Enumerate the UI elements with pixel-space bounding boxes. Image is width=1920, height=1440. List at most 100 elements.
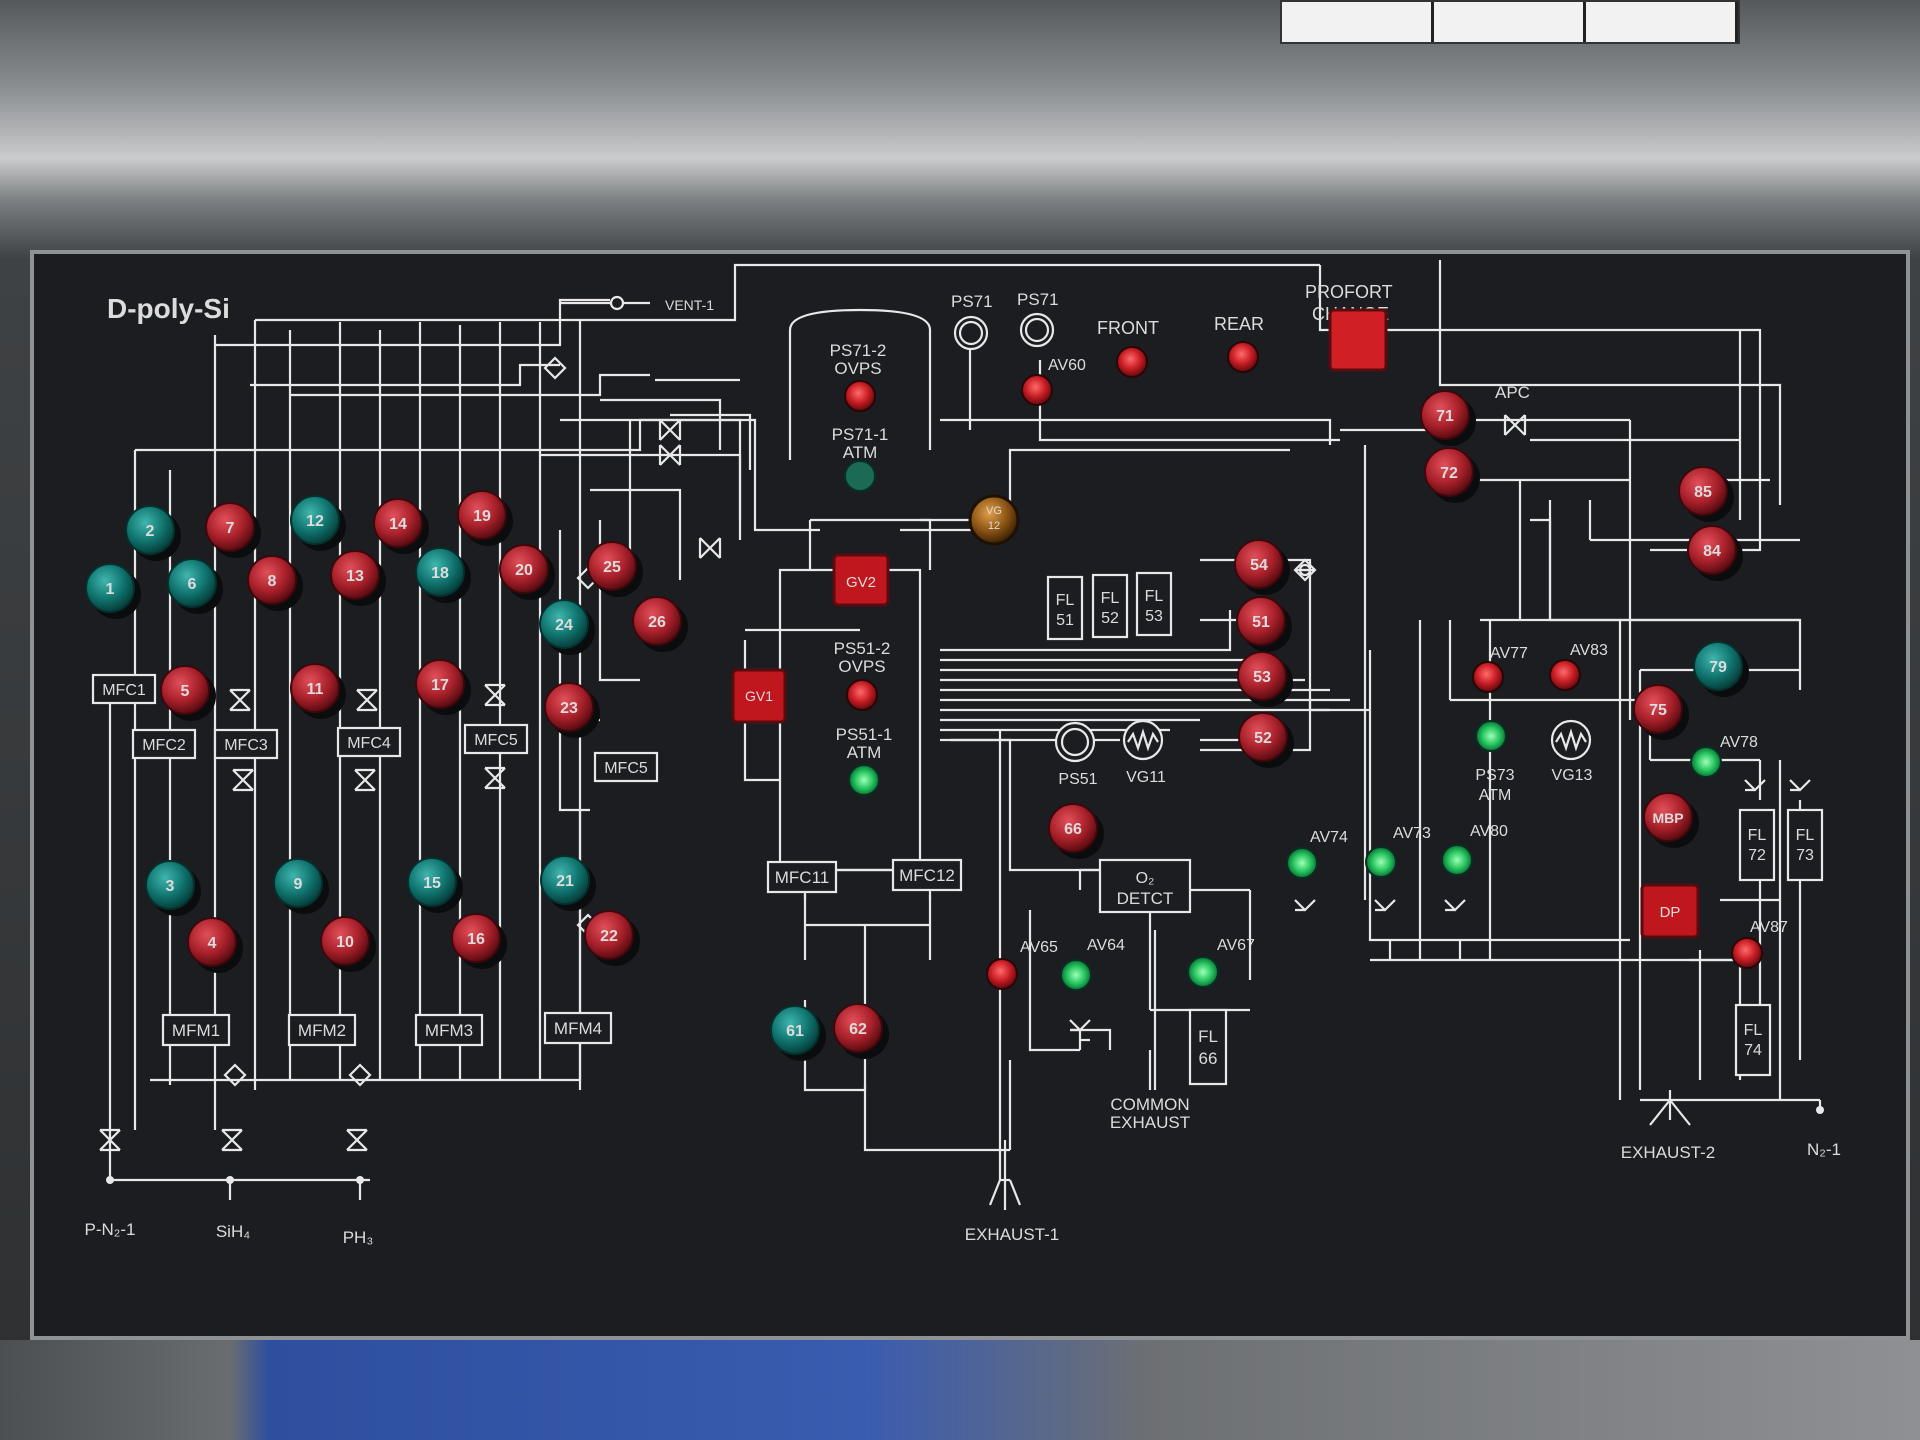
button-cap[interactable] [1643,792,1693,842]
exhaust1-label: EXHAUST-1 [965,1225,1059,1244]
button-cap[interactable] [320,916,370,966]
paper-sheet [1280,0,1740,44]
profort-change-button[interactable] [1328,308,1388,372]
button-cap[interactable] [187,917,237,967]
gv1-button[interactable] [731,668,787,724]
button-cap[interactable] [373,498,423,548]
av64-label: AV64 [1087,937,1125,954]
round-button-11[interactable]: 11 [290,663,346,719]
av77-label: AV77 [1490,645,1528,662]
round-button-75[interactable]: 75 [1633,684,1689,740]
button-cap[interactable] [160,665,210,715]
round-button-5[interactable]: 5 [160,665,216,721]
button-cap[interactable] [587,541,637,591]
round-button-15[interactable]: 15 [407,857,463,913]
button-cap[interactable] [1424,447,1474,497]
round-button-84[interactable]: 84 [1687,525,1743,581]
round-button-1[interactable]: 1 [85,563,141,619]
button-cap[interactable] [499,544,549,594]
button-cap[interactable] [290,663,340,713]
round-button-20[interactable]: 20 [499,544,555,600]
round-button-18[interactable]: 18 [415,547,471,603]
button-cap[interactable] [273,858,323,908]
button-cap[interactable] [1234,539,1284,589]
dp-button[interactable] [1640,883,1700,939]
button-cap[interactable] [1420,390,1470,440]
round-button-16[interactable]: 16 [451,913,507,969]
button-cap[interactable] [833,1003,883,1053]
round-button-6[interactable]: 6 [167,558,223,614]
button-cap[interactable] [205,502,255,552]
vg12-knob[interactable] [968,494,1020,546]
round-button-66[interactable]: 66 [1048,803,1104,859]
button-cap[interactable] [544,682,594,732]
round-button-26[interactable]: 26 [632,596,688,652]
button-cap[interactable] [330,550,380,600]
round-button-12[interactable]: 12 [290,495,346,551]
round-button-8[interactable]: 8 [247,555,303,611]
round-button-10[interactable]: 10 [320,916,376,972]
button-cap[interactable] [457,490,507,540]
button-cap[interactable] [290,495,340,545]
round-button-85[interactable]: 85 [1678,466,1734,522]
round-button-71[interactable]: 71 [1420,390,1476,446]
round-button-24[interactable]: 24 [539,599,595,655]
round-button-22[interactable]: 22 [584,910,640,966]
av74-label: AV74 [1310,829,1348,846]
button-cap[interactable] [1236,596,1286,646]
button-cap[interactable] [1633,684,1683,734]
round-button-23[interactable]: 23 [544,682,600,738]
round-button-25[interactable]: 25 [587,541,643,597]
ps71-2-label-bottom: OVPS [834,359,881,378]
button-cap[interactable] [1678,466,1728,516]
button-cap[interactable] [632,596,682,646]
round-button-13[interactable]: 13 [330,550,386,606]
square-buttons[interactable]: GV2 GV1 DP [731,308,1700,939]
round-button-9[interactable]: 9 [273,858,329,914]
button-cap[interactable] [1237,651,1287,701]
button-cap[interactable] [770,1005,820,1055]
round-button-19[interactable]: 19 [457,490,513,546]
round-button-79[interactable]: 79 [1693,641,1749,697]
button-cap[interactable] [415,659,465,709]
button-cap[interactable] [584,910,634,960]
button-cap[interactable] [167,558,217,608]
button-cap[interactable] [451,913,501,963]
button-label: 62 [849,1021,867,1038]
round-button-51[interactable]: 51 [1236,596,1292,652]
button-cap[interactable] [85,563,135,613]
button-cap[interactable] [407,857,457,907]
round-button-14[interactable]: 14 [373,498,429,554]
round-button-53[interactable]: 53 [1237,651,1293,707]
lamp-av78 [1690,746,1722,778]
panel-title: D-poly-Si [107,293,230,324]
button-cap[interactable] [247,555,297,605]
round-button-3[interactable]: 3 [145,860,201,916]
button-cap[interactable] [539,599,589,649]
button-cap[interactable] [540,855,590,905]
button-cap[interactable] [145,860,195,910]
round-button-61[interactable]: 61 [770,1005,826,1061]
button-cap[interactable] [1687,525,1737,575]
round-button-72[interactable]: 72 [1424,447,1480,503]
round-button-2[interactable]: 2 [125,505,181,561]
ps71-2-label-top: PS71-2 [830,341,887,360]
round-button-17[interactable]: 17 [415,659,471,715]
button-cap[interactable] [1693,641,1743,691]
round-button-4[interactable]: 4 [187,917,243,973]
round-button-21[interactable]: 21 [540,855,596,911]
button-cap[interactable] [125,505,175,555]
lamp-av87 [1731,937,1763,969]
button-cap[interactable] [1048,803,1098,853]
round-button-mbp[interactable]: MBP [1643,792,1699,848]
round-button-62[interactable]: 62 [833,1003,889,1059]
gv2-button[interactable] [832,553,890,607]
button-label: 1 [106,581,115,598]
button-cap[interactable] [1238,712,1288,762]
round-button-7[interactable]: 7 [205,502,261,558]
round-button-54[interactable]: 54 [1234,539,1290,595]
round-buttons[interactable]: 1234567891011121314151617181920212223242… [85,390,1749,1061]
button-cap[interactable] [415,547,465,597]
round-button-52[interactable]: 52 [1238,712,1294,768]
